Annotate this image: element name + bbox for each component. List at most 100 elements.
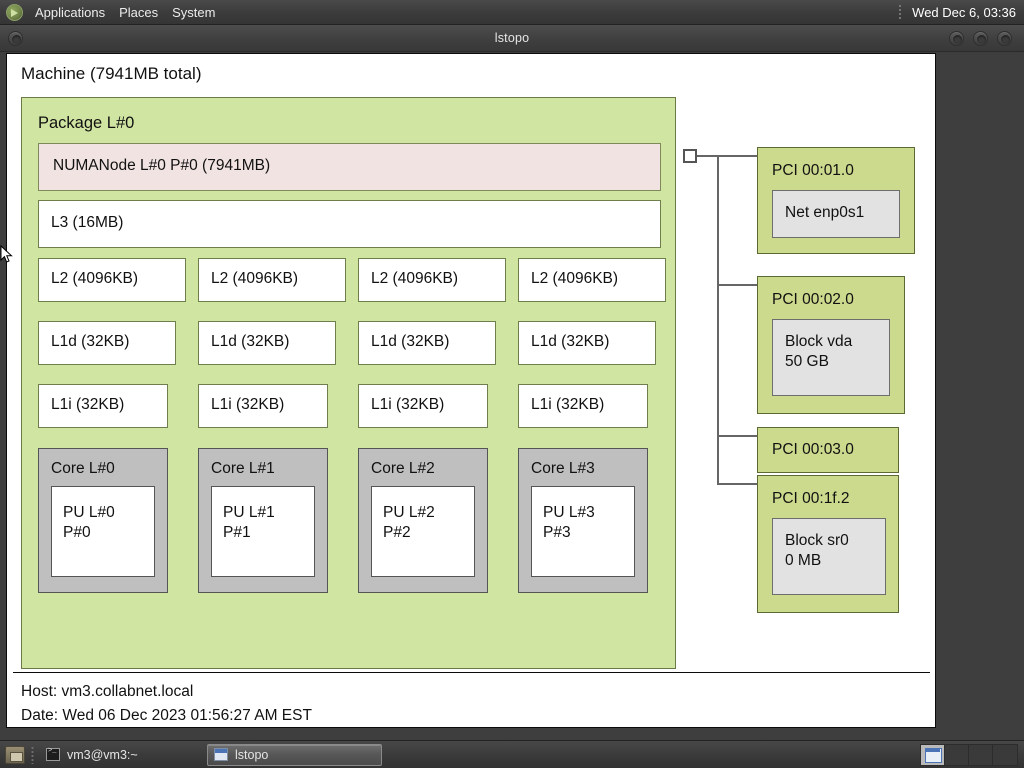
- panel-drag-handle-icon[interactable]: [898, 3, 903, 21]
- core-label: Core L#3: [531, 460, 595, 477]
- core-box[interactable]: Core L#0 PU L#0 P#0: [38, 448, 168, 593]
- workspace-4[interactable]: [993, 744, 1017, 765]
- minimize-button[interactable]: [949, 31, 964, 46]
- window-menu-button[interactable]: [8, 31, 23, 46]
- l2-cache-box[interactable]: L2 (4096KB): [198, 258, 346, 302]
- l2-cache-box[interactable]: L2 (4096KB): [38, 258, 186, 302]
- date-line: Date: Wed 06 Dec 2023 01:56:27 AM EST: [21, 707, 312, 725]
- pu-label: PU L#1 P#1: [223, 504, 275, 542]
- l2-cache-label: L2 (4096KB): [211, 270, 299, 287]
- terminal-icon: [46, 747, 60, 761]
- pu-box[interactable]: PU L#2 P#2: [371, 486, 475, 577]
- tree-branch: [717, 284, 763, 286]
- lstopo-canvas[interactable]: Machine (7941MB total) Package L#0 NUMAN…: [6, 53, 936, 728]
- footer: Host: vm3.collabnet.local Date: Wed 06 D…: [13, 672, 930, 724]
- package-box[interactable]: Package L#0 NUMANode L#0 P#0 (7941MB) L3…: [21, 97, 676, 669]
- tree-trunk: [717, 155, 719, 485]
- clock[interactable]: Wed Dec 6, 03:36: [912, 4, 1016, 20]
- pu-box[interactable]: PU L#3 P#3: [531, 486, 635, 577]
- numanode-box[interactable]: NUMANode L#0 P#0 (7941MB): [38, 143, 661, 191]
- l1i-cache-label: L1i (32KB): [51, 396, 125, 413]
- pci-label: PCI 00:03.0: [772, 441, 854, 458]
- io-root-node[interactable]: [683, 149, 697, 163]
- lstopo-window: lstopo Machine (7941MB total) Package L#…: [0, 25, 1024, 740]
- task-label: vm3@vm3:~: [67, 747, 138, 762]
- task-vm3-terminal[interactable]: vm3@vm3:~: [40, 744, 205, 766]
- l1d-cache-box[interactable]: L1d (32KB): [358, 321, 496, 365]
- l2-cache-box[interactable]: L2 (4096KB): [518, 258, 666, 302]
- l1i-cache-label: L1i (32KB): [531, 396, 605, 413]
- l3-cache-label: L3 (16MB): [51, 214, 124, 231]
- core-label: Core L#2: [371, 460, 435, 477]
- pci-box[interactable]: PCI 00:01.0 Net enp0s1: [757, 147, 915, 254]
- l1d-cache-box[interactable]: L1d (32KB): [38, 321, 176, 365]
- pu-label: PU L#2 P#2: [383, 504, 435, 542]
- l1d-cache-label: L1d (32KB): [371, 333, 450, 350]
- core-label: Core L#0: [51, 460, 115, 477]
- numanode-label: NUMANode L#0 P#0 (7941MB): [53, 157, 271, 174]
- l1d-cache-label: L1d (32KB): [211, 333, 290, 350]
- menu-applications[interactable]: Applications: [35, 4, 106, 20]
- l1d-cache-box[interactable]: L1d (32KB): [518, 321, 656, 365]
- l2-cache-box[interactable]: L2 (4096KB): [358, 258, 506, 302]
- workspace-1[interactable]: [921, 744, 945, 765]
- core-label: Core L#1: [211, 460, 275, 477]
- task-lstopo[interactable]: lstopo: [207, 743, 382, 766]
- pci-box[interactable]: PCI 00:1f.2 Block sr0 0 MB: [757, 475, 899, 613]
- pu-label: PU L#3 P#3: [543, 504, 595, 542]
- l1d-cache-label: L1d (32KB): [531, 333, 610, 350]
- tree-branch: [717, 155, 763, 157]
- taskbar: vm3@vm3:~ lstopo: [0, 740, 1024, 768]
- taskbar-drag-handle-icon[interactable]: [31, 745, 34, 764]
- pci-device-box[interactable]: Block sr0 0 MB: [772, 518, 886, 595]
- menu-places[interactable]: Places: [119, 4, 159, 20]
- pci-label: PCI 00:02.0: [772, 291, 854, 308]
- pu-box[interactable]: PU L#0 P#0: [51, 486, 155, 577]
- l2-cache-label: L2 (4096KB): [371, 270, 459, 287]
- l1i-cache-label: L1i (32KB): [371, 396, 445, 413]
- package-label: Package L#0: [38, 114, 135, 132]
- tree-branch: [717, 483, 763, 485]
- pci-box[interactable]: PCI 00:02.0 Block vda 50 GB: [757, 276, 905, 414]
- gnome-foot-icon[interactable]: [6, 3, 23, 21]
- pci-label: PCI 00:01.0: [772, 162, 854, 179]
- task-label: lstopo: [235, 747, 269, 762]
- window-title: lstopo: [494, 31, 530, 45]
- menu-system[interactable]: System: [172, 4, 216, 20]
- l1i-cache-box[interactable]: L1i (32KB): [518, 384, 648, 428]
- window-icon: [214, 748, 228, 761]
- window-titlebar[interactable]: lstopo: [0, 25, 1024, 52]
- host-line: Host: vm3.collabnet.local: [21, 683, 194, 700]
- l1d-cache-label: L1d (32KB): [51, 333, 130, 350]
- pu-label: PU L#0 P#0: [63, 504, 115, 542]
- l3-cache-box[interactable]: L3 (16MB): [38, 200, 661, 248]
- pci-label: PCI 00:1f.2: [772, 490, 850, 507]
- show-desktop-icon[interactable]: [5, 745, 25, 764]
- tree-branch: [717, 435, 763, 437]
- machine-label: Machine (7941MB total): [21, 64, 202, 83]
- l2-cache-label: L2 (4096KB): [51, 270, 139, 287]
- l1i-cache-label: L1i (32KB): [211, 396, 285, 413]
- l1i-cache-box[interactable]: L1i (32KB): [38, 384, 168, 428]
- tree-connector: [697, 155, 719, 157]
- top-panel: Applications Places System Wed Dec 6, 03…: [0, 0, 1024, 25]
- pci-device-label: Block sr0 0 MB: [785, 532, 849, 570]
- l1i-cache-box[interactable]: L1i (32KB): [198, 384, 328, 428]
- pu-box[interactable]: PU L#1 P#1: [211, 486, 315, 577]
- maximize-button[interactable]: [973, 31, 988, 46]
- workspace-3[interactable]: [969, 744, 993, 765]
- pci-device-label: Block vda 50 GB: [785, 333, 853, 371]
- core-box[interactable]: Core L#2 PU L#2 P#2: [358, 448, 488, 593]
- pci-device-label: Net enp0s1: [785, 204, 865, 221]
- workspace-switcher[interactable]: [920, 743, 1018, 766]
- pci-device-box[interactable]: Block vda 50 GB: [772, 319, 890, 396]
- workspace-2[interactable]: [945, 744, 969, 765]
- core-box[interactable]: Core L#1 PU L#1 P#1: [198, 448, 328, 593]
- pci-box[interactable]: PCI 00:03.0: [757, 427, 899, 473]
- close-button[interactable]: [997, 31, 1012, 46]
- l1i-cache-box[interactable]: L1i (32KB): [358, 384, 488, 428]
- l1d-cache-box[interactable]: L1d (32KB): [198, 321, 336, 365]
- core-box[interactable]: Core L#3 PU L#3 P#3: [518, 448, 648, 593]
- pci-device-box[interactable]: Net enp0s1: [772, 190, 900, 238]
- l2-cache-label: L2 (4096KB): [531, 270, 619, 287]
